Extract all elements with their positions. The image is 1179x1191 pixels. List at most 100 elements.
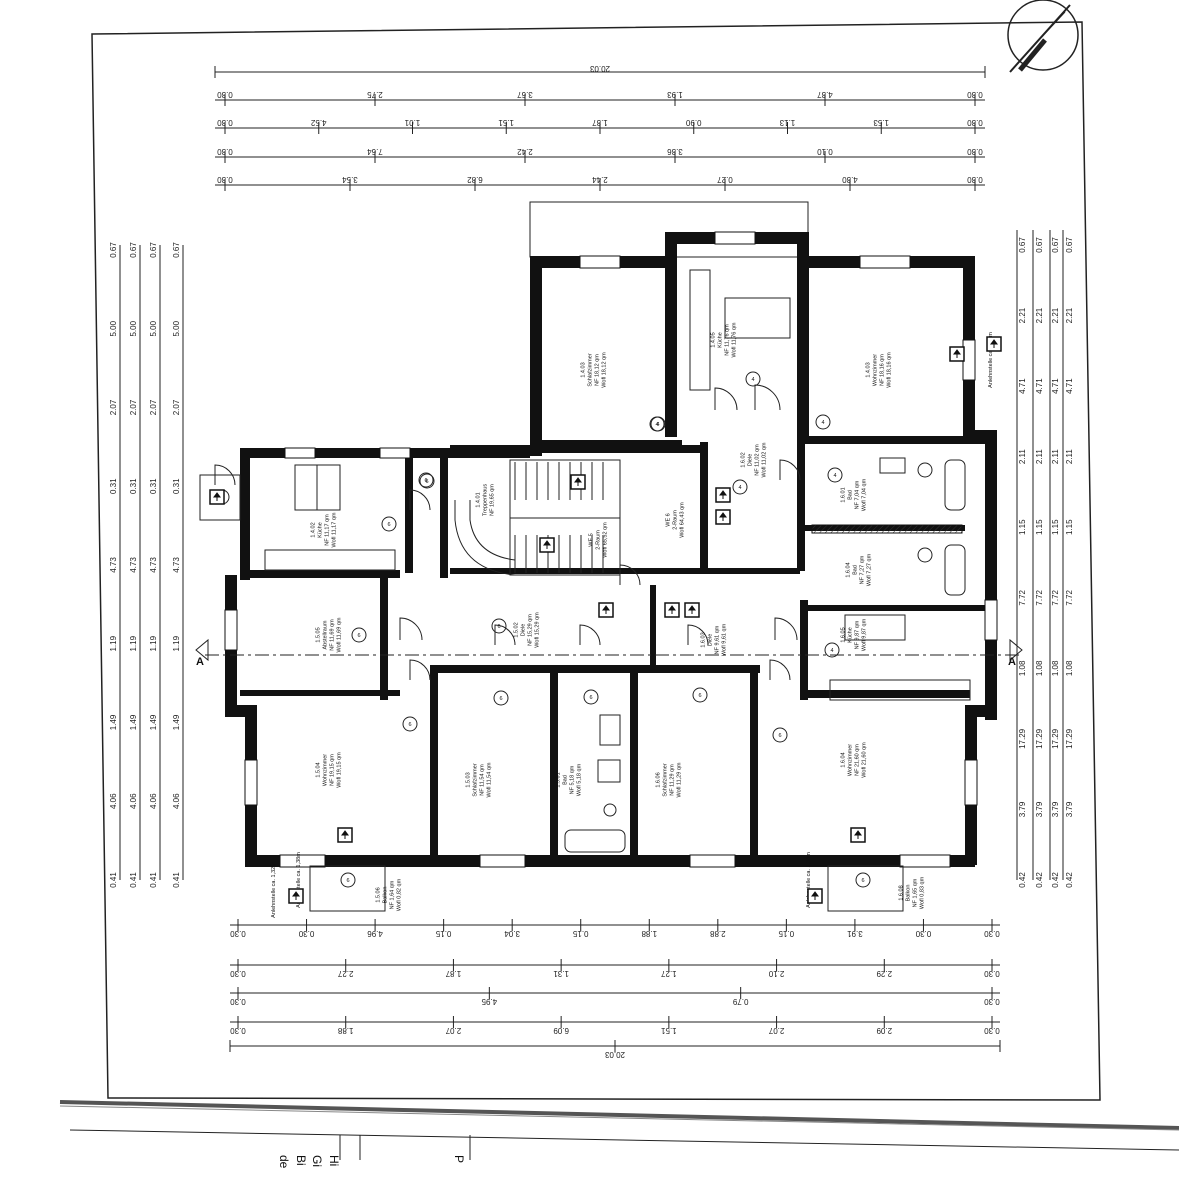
dim-label: 4.06: [172, 793, 181, 809]
window: [962, 339, 976, 381]
dim-label: 0.30: [984, 969, 1000, 978]
balcony-note: Anlehnstelle ca. 4,30m: [988, 332, 994, 388]
bath-fixtures: [564, 457, 966, 853]
dim-label: 5.00: [172, 320, 181, 336]
dim-label: 4.71: [1035, 378, 1044, 394]
dim-label: 2.11: [1018, 449, 1027, 465]
window: [859, 255, 911, 269]
dim-label: 4.96: [367, 929, 383, 938]
dim-label: 1.15: [1051, 519, 1060, 535]
circle-mark: [493, 690, 509, 706]
room-label-line: NF 19,15 qm: [330, 754, 336, 786]
dim-label: 0.67: [149, 242, 158, 258]
window: [984, 599, 998, 641]
dim-label: 2.21: [1018, 307, 1027, 323]
circle-mark-label: 6: [698, 693, 701, 699]
arrow-icon: [953, 349, 961, 358]
room-label-line: 1.4.03: [581, 362, 587, 377]
door-swing: [214, 464, 236, 486]
dim-label: 7.72: [1035, 589, 1044, 605]
room-label-line: Küche: [718, 332, 724, 348]
room-label-line: Wohnzimmer: [323, 754, 329, 786]
dim-label: 2.07: [445, 1026, 461, 1035]
dim-label: 1.51: [498, 118, 514, 127]
window: [479, 854, 526, 868]
dim-label: 2.09: [876, 1026, 892, 1035]
dim-label: 1.88: [641, 929, 657, 938]
room-label-line: Wofl 21,60 qm: [862, 742, 868, 778]
dim-label: 0.30: [230, 1026, 246, 1035]
door-swing: [779, 459, 801, 481]
circle-mark: [824, 642, 840, 658]
dim-label: 4.06: [129, 793, 138, 809]
dim-label: 4.71: [1018, 378, 1027, 394]
dim-label: 6.82: [467, 175, 483, 184]
dim-label: 4.71: [1065, 378, 1074, 394]
room-label-line: Wofl 18,12 qm: [602, 352, 608, 388]
bottom-dimension-ticks: [237, 919, 993, 1052]
room-label-line: 1.5.03: [466, 772, 472, 787]
dim-label: 2.07: [149, 399, 158, 415]
room-label-line: Wohnzimmer: [848, 744, 854, 776]
room-label-line: Schlafzimmer: [663, 763, 669, 796]
circle-markers: 44444444666666666666: [214, 371, 871, 888]
circle-mark-label: 6: [589, 695, 592, 701]
arrow-icon: [292, 891, 300, 900]
room-label-line: 1.6.04: [846, 562, 852, 577]
room-label-line: NF 11,17 qm: [325, 514, 331, 546]
dim-label: 2.42: [517, 147, 533, 156]
dim-label: 2.88: [709, 929, 725, 938]
dim-label: 5.00: [109, 320, 118, 336]
dim-label: 0.30: [967, 147, 983, 156]
room-label-line: 2-Raum: [596, 530, 602, 550]
dim-label: 1.49: [149, 714, 158, 730]
door-swing: [619, 564, 641, 586]
room-label-line: 1.6.01: [841, 487, 847, 502]
sheet-border: [91, 21, 1101, 1101]
room-label-line: Wofl 11,17 qm: [332, 512, 338, 547]
arrow-icon: [990, 339, 998, 348]
dim-label: 4.73: [149, 557, 158, 573]
dim-label: 0.67: [1035, 237, 1044, 253]
dim-label: 1.51: [661, 1026, 677, 1035]
dim-label: 5.00: [129, 320, 138, 336]
room-label-line: Balkon: [906, 885, 912, 902]
room-label-line: Balkon: [383, 887, 389, 904]
dim-label: 2.07: [109, 399, 118, 415]
dim-label: 2.27: [337, 969, 353, 978]
dim-label: 0.31: [149, 478, 158, 494]
dim-label: 4.30: [842, 175, 858, 184]
arrow-icon: [543, 540, 551, 549]
dim-label: 1.88: [337, 1026, 353, 1035]
room-label-line: Wofl 11,29 qm: [677, 762, 683, 797]
dim-label: 4.95: [481, 997, 497, 1006]
dim-label: 1.27: [661, 969, 677, 978]
dim-label: 2.29: [876, 969, 892, 978]
room-label-line: Wofl 11,02 qm: [762, 442, 768, 477]
dim-label: 1.87: [445, 969, 461, 978]
interior-walls: [240, 436, 985, 860]
dim-label: 1.01: [404, 118, 420, 127]
room-label-line: Wofl 11,69 qm: [337, 617, 343, 652]
room-label-line: Diele: [521, 624, 527, 637]
dim-label: 4.73: [172, 557, 181, 573]
dim-label: 0.30: [984, 997, 1000, 1006]
dim-label: 1.49: [109, 714, 118, 730]
room-label-line: 1.6.06: [656, 772, 662, 787]
circle-mark-label: 4: [833, 473, 836, 479]
dim-label: 2.07: [129, 399, 138, 415]
room-label-line: 1.4.03: [866, 362, 872, 377]
room-label-line: Wohnzimmer: [873, 354, 879, 386]
dim-label: 4.52: [310, 118, 326, 127]
dim-label: 0.41: [149, 872, 158, 888]
dim-label: 2.10: [768, 969, 784, 978]
room-label-line: NF 11,02 qm: [755, 444, 761, 476]
